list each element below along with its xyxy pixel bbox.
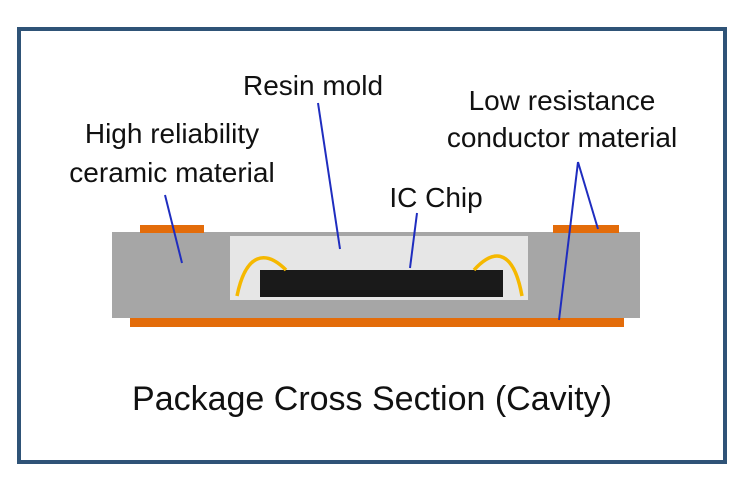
label-ic-chip: IC Chip (389, 182, 482, 213)
label-high-reliability-line1: High reliability (85, 118, 259, 149)
bond-wire-left (235, 256, 288, 297)
bottom-conductor-layer (130, 318, 624, 327)
top-conductor-pad-right (553, 225, 619, 233)
leader-line-ic-chip (409, 212, 418, 269)
leader-line-conductor-top (577, 161, 599, 230)
label-low-resistance-line2: conductor material (447, 122, 677, 153)
ic-chip (260, 270, 503, 297)
top-conductor-pad-left (140, 225, 204, 233)
label-high-reliability-line2: ceramic material (69, 157, 274, 188)
label-resin-mold: Resin mold (243, 70, 383, 101)
figure-caption: Package Cross Section (Cavity) (132, 380, 612, 418)
leader-line-resin (317, 102, 341, 250)
label-low-resistance-line1: Low resistance (469, 85, 656, 116)
leader-line-conductor-bottom (558, 161, 579, 321)
bond-wire-right (472, 254, 524, 297)
leader-line-ceramic (164, 194, 183, 264)
